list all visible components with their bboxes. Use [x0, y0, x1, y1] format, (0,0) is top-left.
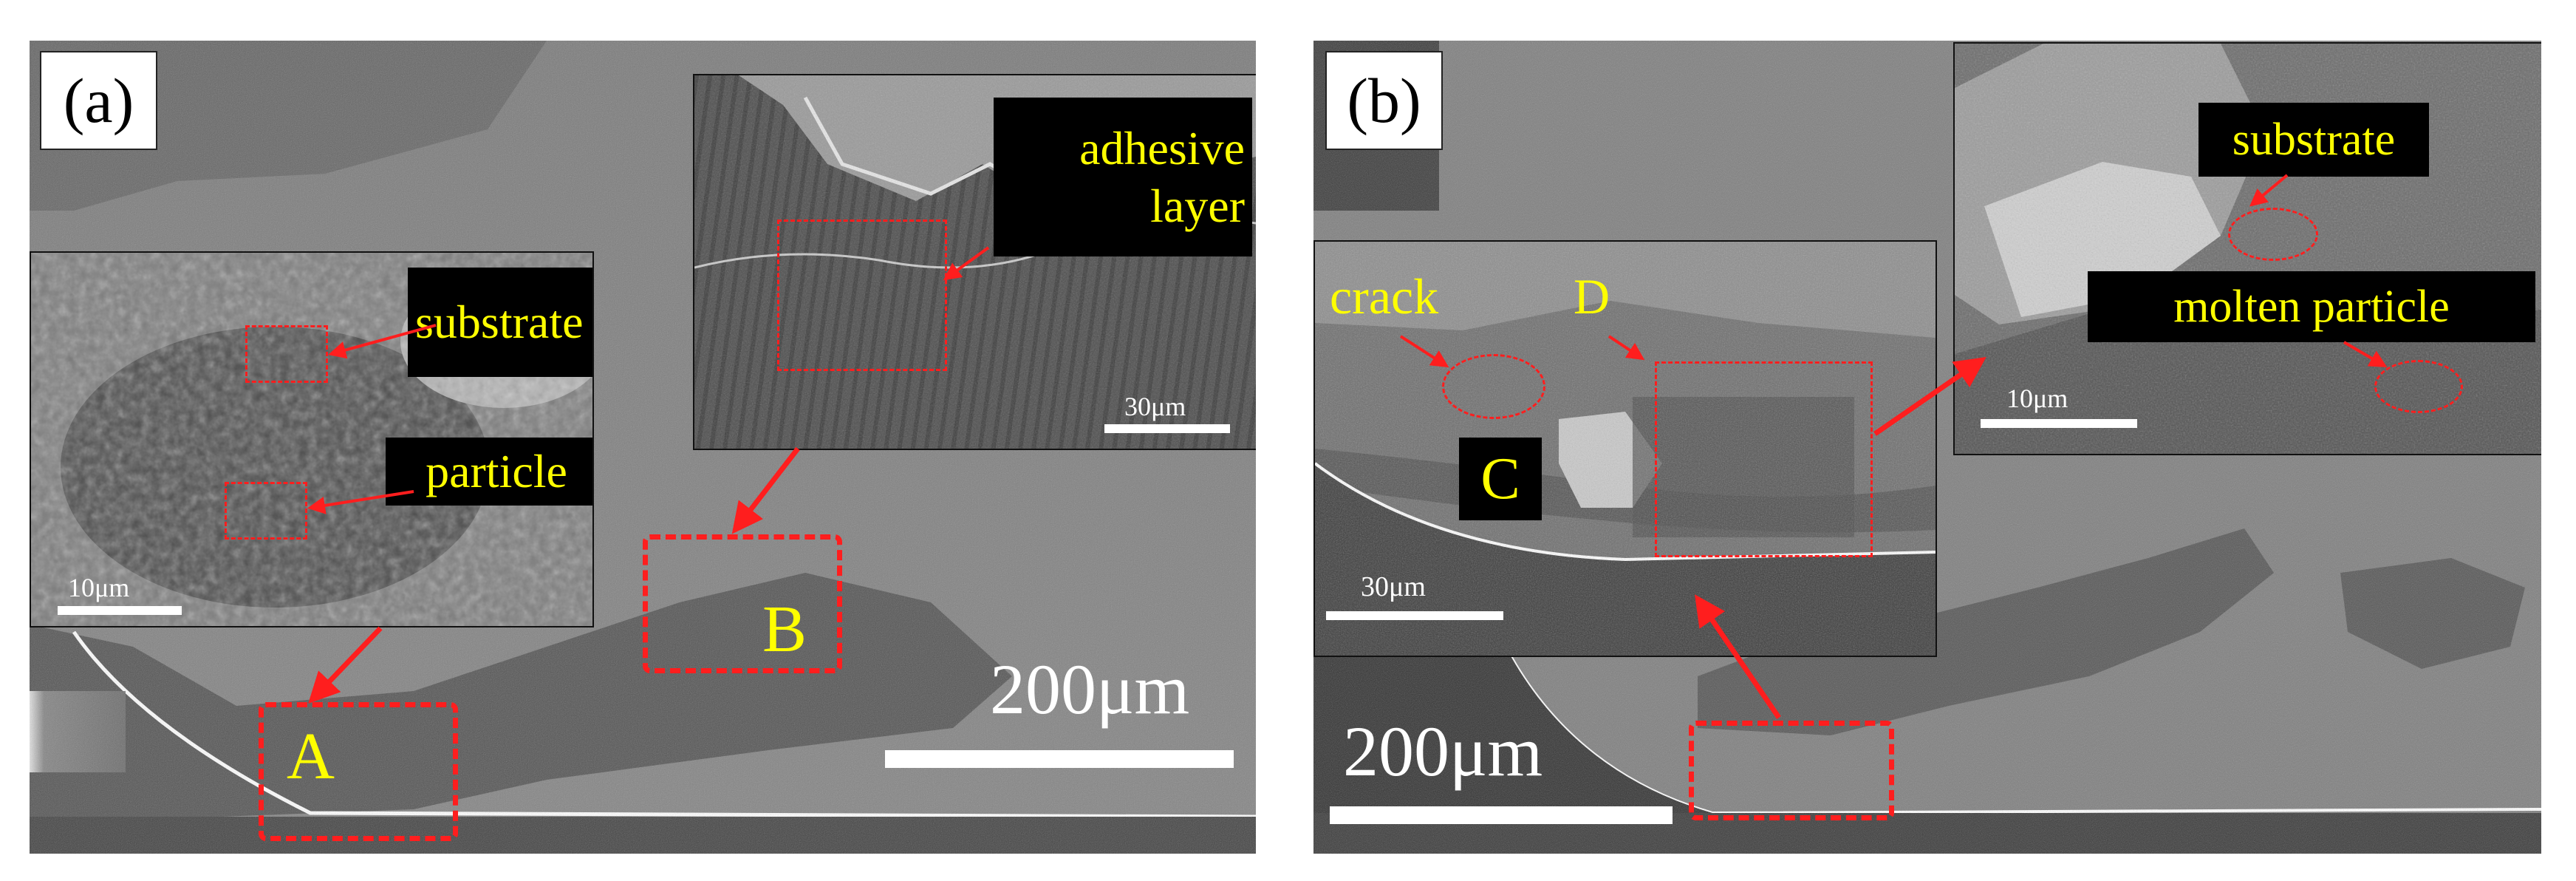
panel-a-main-scale-bar — [885, 750, 1234, 768]
panel-b: (b) crack D C 30μm — [1313, 41, 2541, 854]
panel-a-inset-left: substrate particle 10μm — [30, 251, 594, 627]
panel-a-adhesive-label-line2: layer — [1150, 179, 1245, 232]
panel-b-substrate-ellipse — [2228, 208, 2318, 261]
panel-b-inset-right-scale-bar — [1981, 419, 2137, 428]
panel-a-inset-left-scale-bar — [58, 606, 182, 615]
panel-b-crack-label: crack — [1330, 268, 1439, 324]
panel-b-molten-label: molten particle — [2088, 271, 2535, 342]
panel-b-c-label: C — [1459, 438, 1542, 520]
panel-b-crack-ellipse — [1442, 354, 1545, 419]
panel-a-adhesive-label-line1: adhesive — [1079, 121, 1245, 174]
panel-b-inset-left-scale-bar — [1326, 611, 1503, 620]
panel-b-main-scale-bar — [1330, 806, 1673, 824]
panel-b-inset-right: substrate molten particle 10μm — [1953, 42, 2541, 455]
panel-b-inset-right-scale-text: 10μm — [2006, 384, 2068, 413]
panel-b-substrate-label: substrate — [2199, 103, 2429, 177]
panel-a-region-b-label: B — [762, 593, 807, 666]
panel-a-inset-right-scale-text: 30μm — [1124, 392, 1186, 421]
panel-a-substrate-box — [245, 325, 328, 383]
panel-b-d-label: D — [1574, 268, 1610, 324]
panel-a-region-a-box — [259, 702, 458, 841]
panel-a-particle-box — [225, 482, 307, 540]
panel-a-region-b-box — [643, 534, 842, 673]
panel-a-inset-right-scale-bar — [1104, 424, 1230, 433]
panel-b-region-box — [1689, 721, 1894, 820]
panel-b-inset-left-scale-text: 30μm — [1361, 571, 1426, 602]
panel-a-particle-label: particle — [386, 438, 592, 506]
panel-a-adhesive-box — [777, 220, 947, 371]
panel-b-region-d-box — [1655, 361, 1873, 557]
panel-a-substrate-label: substrate — [408, 268, 592, 377]
panel-b-molten-ellipse — [2374, 360, 2463, 413]
panel-b-main-scale-text: 200μm — [1343, 712, 1543, 791]
panel-a-label: (a) — [40, 51, 157, 150]
panel-a-adhesive-label: adhesive layer — [994, 98, 1252, 256]
panel-a-inset-right: adhesive layer 30μm — [693, 74, 1256, 450]
panel-b-inset-left-image — [1315, 242, 1936, 656]
panel-a: (a) substrate particle 10μm — [30, 41, 1256, 854]
panel-b-label: (b) — [1325, 51, 1443, 150]
panel-a-inset-left-scale-text: 10μm — [68, 573, 130, 602]
panel-b-inset-left: crack D C 30μm — [1313, 240, 1937, 657]
panel-a-main-scale-text: 200μm — [990, 650, 1190, 729]
panel-a-region-a-label: A — [287, 720, 335, 793]
